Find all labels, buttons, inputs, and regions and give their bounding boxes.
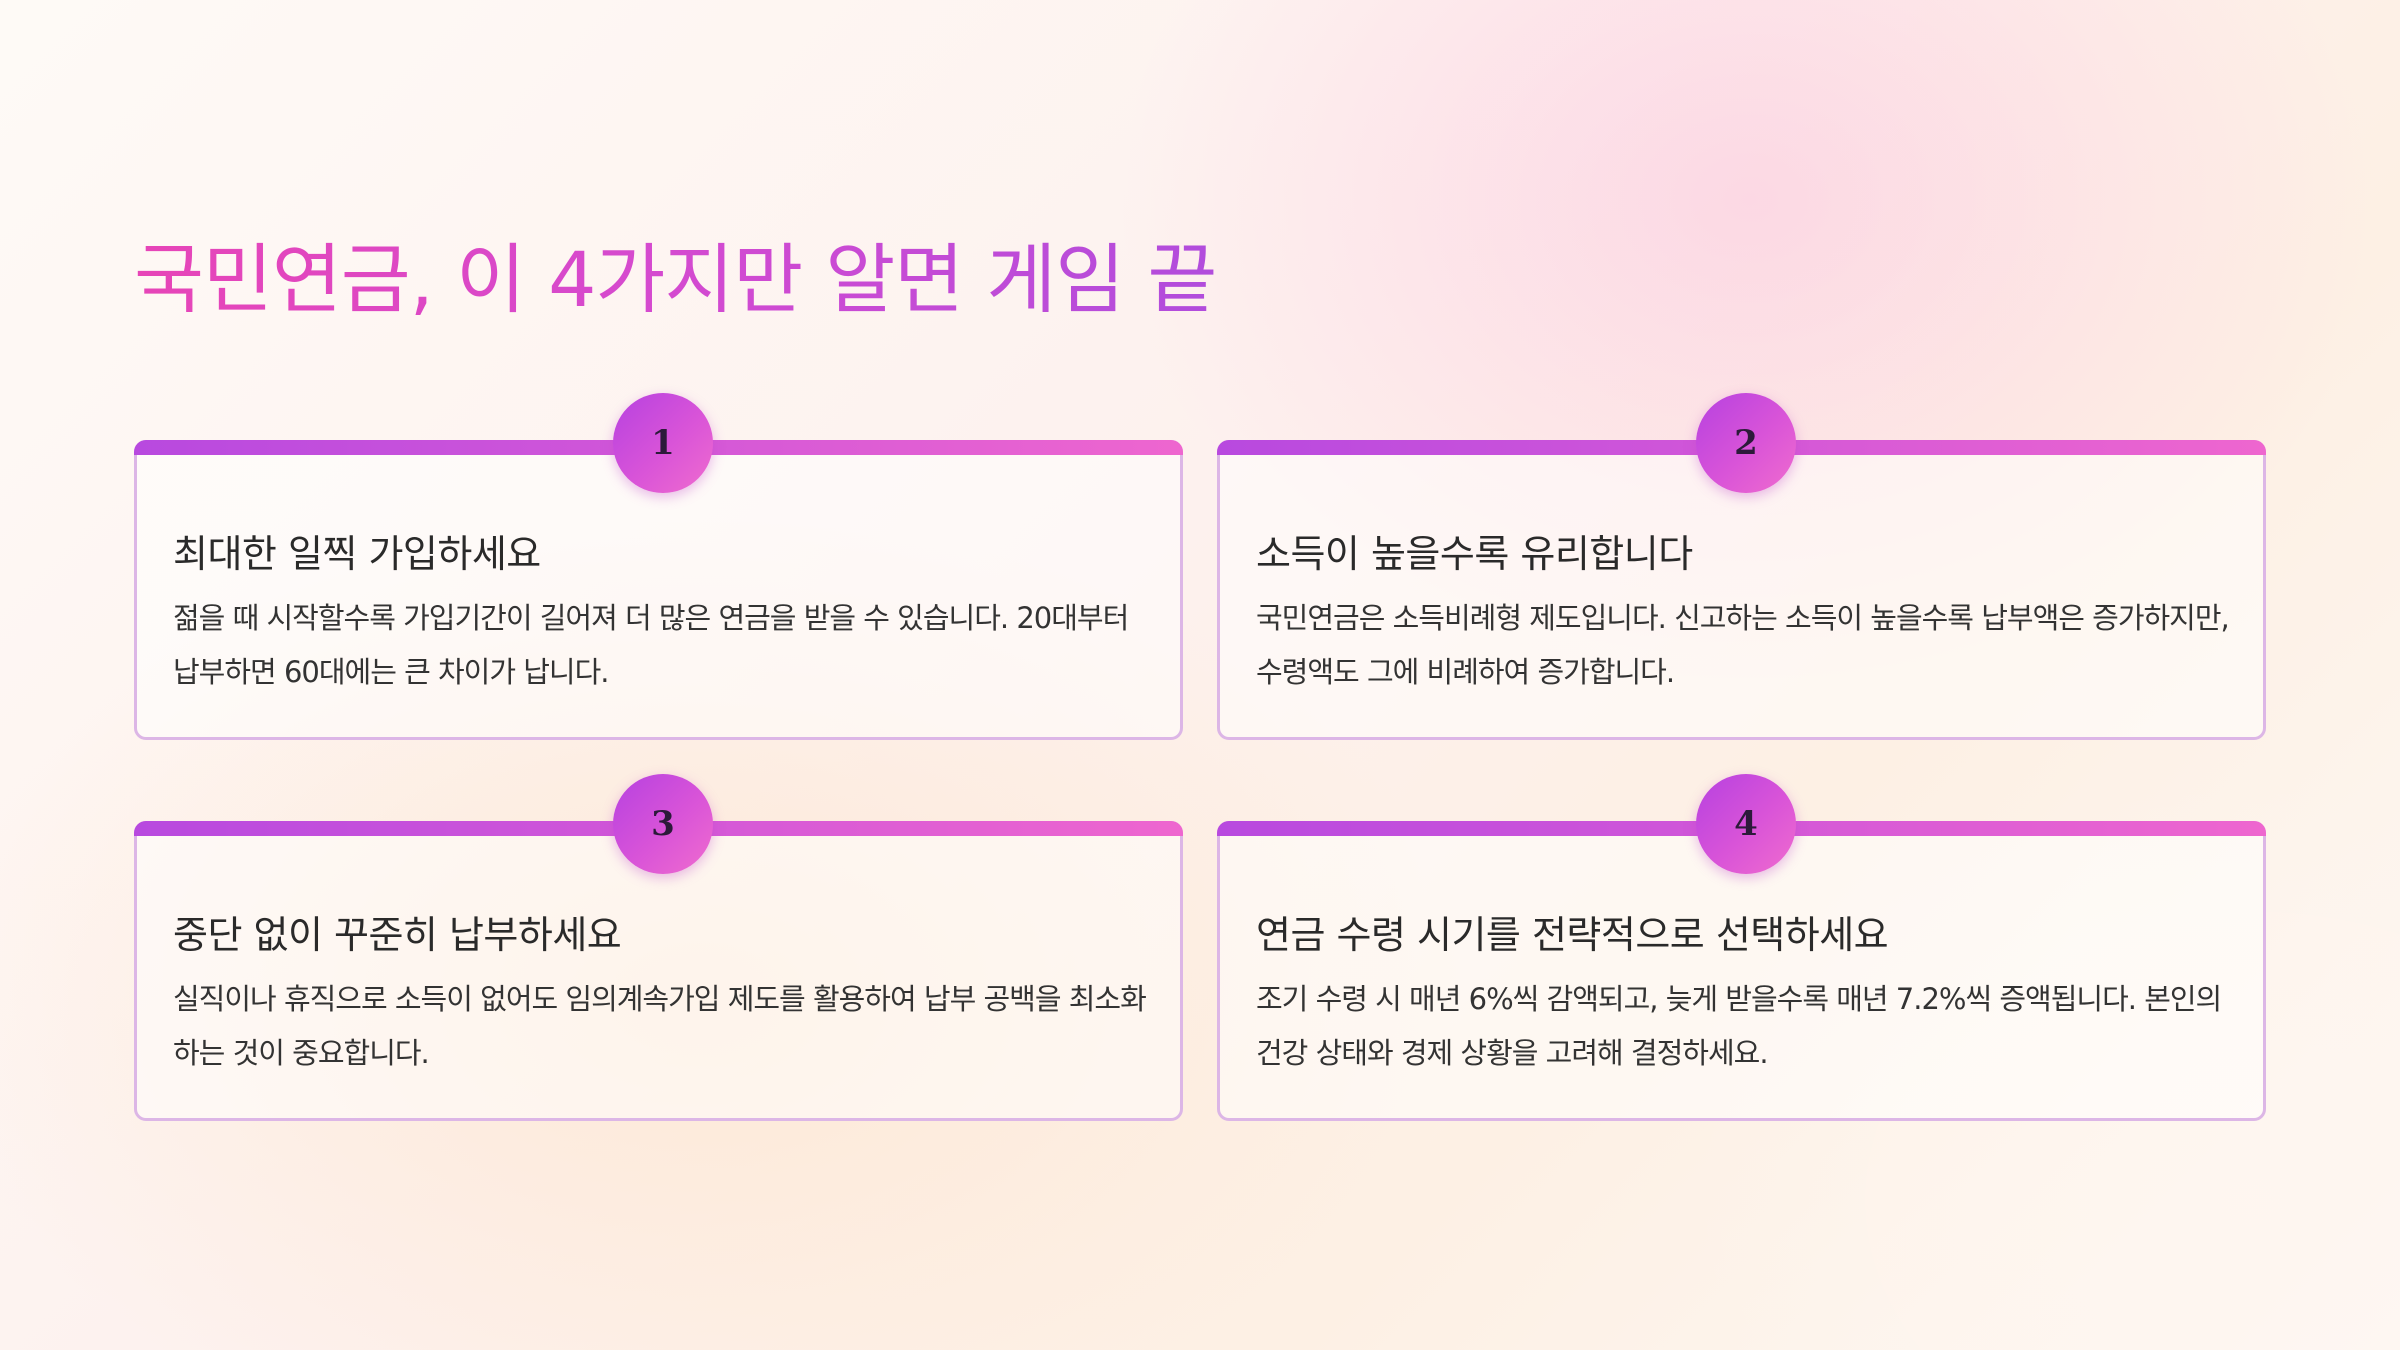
tip-card-4: 4 연금 수령 시기를 전략적으로 선택하세요 조기 수령 시 매년 6%씩 감…: [1217, 774, 2266, 1121]
card-description: 국민연금은 소득비례형 제도입니다. 신고하는 소득이 높을수록 납부액은 증가…: [1256, 601, 2230, 689]
tip-card-2: 2 소득이 높을수록 유리합니다 국민연금은 소득비례형 제도입니다. 신고하는…: [1217, 393, 2266, 740]
slide-title: 국민연금, 이 4가지만 알면 게임 끝: [134, 218, 1217, 328]
badge-number: 2: [1734, 423, 1758, 463]
badge-number: 3: [651, 804, 675, 844]
number-badge: 2: [1696, 393, 1796, 493]
number-badge: 1: [613, 393, 713, 493]
tip-card-1: 1 최대한 일찍 가입하세요 젊을 때 시작할수록 가입기간이 길어져 더 많은…: [134, 393, 1183, 740]
card-description: 실직이나 휴직으로 소득이 없어도 임의계속가입 제도를 활용하여 납부 공백을…: [173, 982, 1147, 1070]
tip-card-3: 3 중단 없이 꾸준히 납부하세요 실직이나 휴직으로 소득이 없어도 임의계속…: [134, 774, 1183, 1121]
badge-number: 4: [1734, 804, 1758, 844]
badge-number: 1: [651, 423, 675, 463]
number-badge: 4: [1696, 774, 1796, 874]
card-title: 최대한 일찍 가입하세요: [173, 532, 541, 576]
card-title: 소득이 높을수록 유리합니다: [1256, 532, 1693, 576]
number-badge: 3: [613, 774, 713, 874]
card-title: 연금 수령 시기를 전략적으로 선택하세요: [1256, 913, 1889, 957]
card-description: 젊을 때 시작할수록 가입기간이 길어져 더 많은 연금을 받을 수 있습니다.…: [173, 601, 1129, 689]
card-description: 조기 수령 시 매년 6%씩 감액되고, 늦게 받을수록 매년 7.2%씩 증액…: [1256, 982, 2222, 1070]
card-title: 중단 없이 꾸준히 납부하세요: [173, 913, 622, 957]
